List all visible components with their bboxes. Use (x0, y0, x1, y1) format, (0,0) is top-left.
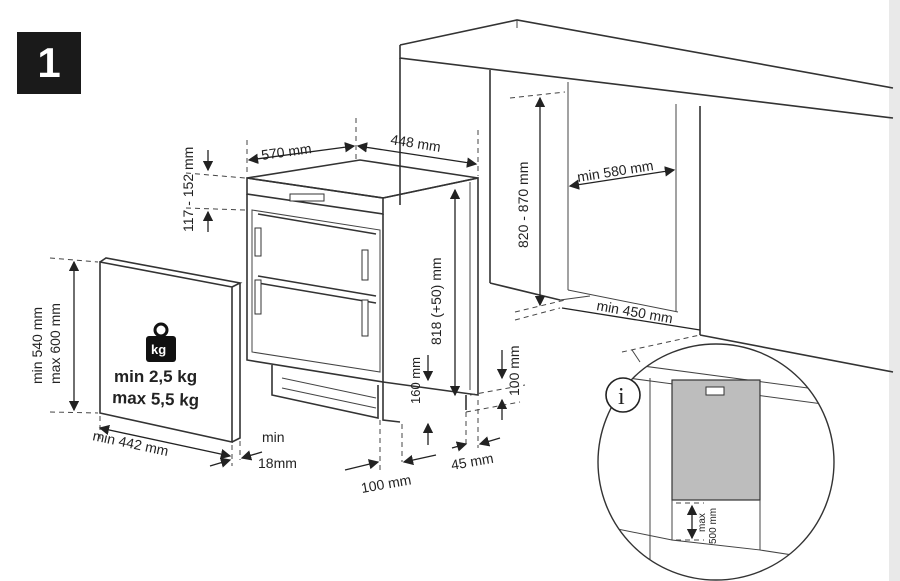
weight-min-label: min 2,5 kg (114, 367, 197, 386)
weight-icon-label: kg (151, 342, 166, 357)
weight-max-label: max 5,5 kg (112, 388, 200, 410)
top-depth-label: 448 mm (390, 131, 442, 155)
page-edge (889, 0, 900, 581)
kitchen-niche (399, 19, 894, 373)
info-icon-glyph: i (618, 384, 625, 410)
plinth-depth-label: 100 mm (360, 471, 413, 496)
rear-gap-label: 45 mm (450, 450, 495, 473)
top-width-label: 570 mm (260, 140, 312, 163)
niche-width-label: min 580 mm (576, 157, 655, 185)
dishwasher-body (185, 118, 526, 471)
inset-gap-label-1: max (697, 513, 708, 532)
furniture-panel (49, 257, 263, 468)
info-icon (605, 377, 641, 413)
step-number-badge: 1 (17, 32, 81, 94)
niche-height-label: 820 - 870 mm (515, 162, 531, 248)
niche-depth-label: min 450 mm (595, 297, 674, 326)
plinth-height-label: 160 mm (408, 357, 423, 404)
panel-thickness-label-1: min (262, 429, 285, 445)
weight-icon (146, 336, 176, 362)
panel-height-min-label: min 540 mm (29, 307, 45, 384)
panel-width-label: min 442 mm (91, 427, 170, 459)
panel-height-max-label: max 600 mm (47, 303, 63, 384)
inset-detail (597, 343, 835, 581)
inset-gap-label-2: 500 mm (708, 508, 719, 544)
panel-thickness-label-2: 18mm (258, 455, 297, 471)
top-gap-label: 117 - 152 mm (180, 147, 196, 232)
dishwasher-front (671, 379, 761, 501)
height-label: 818 (+50) mm (428, 257, 444, 345)
rear-height-label: 100 mm (506, 345, 522, 396)
